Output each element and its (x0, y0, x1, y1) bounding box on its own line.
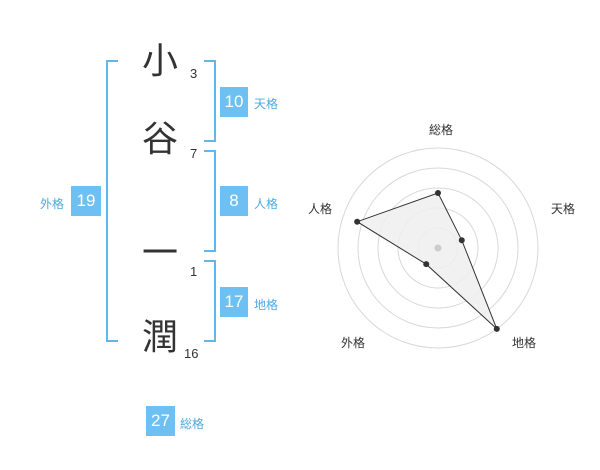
radar-label-gaikaku: 外格 (341, 335, 365, 350)
name-char-1: 小 (141, 41, 178, 82)
chikaku-value: 17 (220, 287, 248, 317)
gaikaku-label: 外格 (40, 197, 65, 211)
stroke-count-1: 3 (190, 66, 198, 81)
jinkaku-bracket (204, 150, 216, 252)
jinkaku-value: 8 (220, 186, 248, 216)
radar-center-dot (434, 244, 442, 252)
radar-ring (337, 147, 539, 349)
chikaku-label: 地格 (254, 298, 279, 312)
radar-shape (356, 192, 498, 330)
tenkaku-bracket (204, 60, 216, 142)
soukaku-label: 総格 (180, 417, 205, 431)
radar-point (354, 218, 361, 225)
stroke-count-2: 7 (190, 146, 198, 161)
name-char-4: 潤 (141, 317, 178, 358)
radar-points (354, 190, 500, 332)
name-char-2: 谷 (141, 119, 178, 160)
radar-ring (357, 167, 519, 329)
radar-point (493, 325, 500, 332)
stroke-count-3: 1 (190, 264, 198, 279)
tenkaku-label: 天格 (254, 97, 279, 111)
radar-label-chikaku: 地格 (512, 335, 536, 350)
name-char-3: 一 (141, 233, 178, 274)
radar-point (435, 190, 441, 196)
tenkaku-value: 10 (220, 87, 248, 117)
jinkaku-label: 人格 (254, 197, 279, 211)
chikaku-bracket (204, 260, 216, 342)
radar-ring (377, 187, 499, 309)
radar-label-soukaku: 総格 (429, 122, 453, 137)
gaikaku-value: 19 (71, 186, 101, 216)
radar-label-jinkaku: 人格 (308, 201, 332, 216)
radar-point (458, 237, 465, 244)
stroke-count-4: 16 (184, 346, 199, 361)
gaikaku-bracket (106, 60, 118, 342)
soukaku-value: 27 (146, 406, 175, 436)
radar-point (423, 261, 430, 268)
radar-label-tenkaku: 天格 (551, 201, 575, 216)
